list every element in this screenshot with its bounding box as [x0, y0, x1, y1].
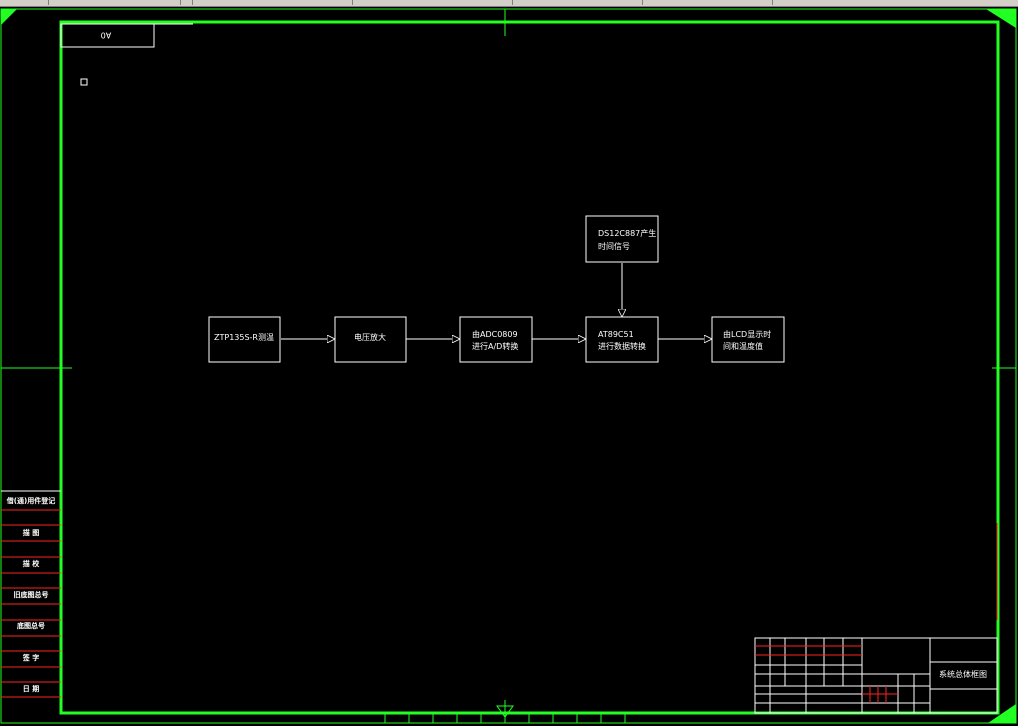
toolbar-segment[interactable] [48, 0, 181, 5]
side-panel-row-2: 描 图 [23, 528, 39, 537]
toolbar-segment[interactable] [192, 0, 353, 5]
block-sensor-label: ZTP135S-R测温 [214, 333, 274, 342]
inner-frame [59, 20, 1000, 715]
outer-frame [0, 8, 1017, 724]
orientation-triangle [496, 705, 514, 718]
block-rtc-line1: DS12C887产生 [598, 228, 656, 238]
block-mcu-line1: AT89C51 [598, 330, 634, 339]
bottom-zone-ticks [384, 713, 626, 723]
block-rtc-line2: 时间信号 [598, 241, 630, 251]
ucs-marker [80, 78, 88, 86]
side-panel-row-3: 描 校 [23, 559, 40, 568]
title-block: 系统总体框图 [754, 637, 998, 714]
block-lcd[interactable]: 由LCD显示时 间和温度值 [711, 316, 785, 363]
sheet-size-box [60, 23, 155, 48]
block-adc[interactable]: 由ADC0809 进行A/D转换 [459, 316, 533, 363]
corner-mark [988, 704, 1016, 723]
block-adc-line2: 进行A/D转换 [472, 341, 518, 351]
block-amplifier[interactable]: 电压放大 [334, 316, 407, 363]
side-panel-row-6: 签 字 [22, 653, 39, 662]
side-panel: 借(通)用件登记 描 图 描 校 旧底图总号 底图总号 签 字 日 期 [1, 490, 61, 698]
toolbar-segment[interactable] [180, 0, 193, 5]
window-toolbar-strip [0, 0, 1018, 7]
drawing-canvas[interactable]: A0 ZTP135S-R测温 电压放大 由ADC0809 进行A/D转换 AT8… [0, 6, 1018, 726]
block-rtc[interactable]: DS12C887产生 时间信号 [585, 215, 659, 263]
toolbar-segment[interactable] [642, 0, 773, 5]
block-mcu-line2: 进行数据转换 [598, 341, 646, 351]
sheet-size-label: A0 [101, 31, 112, 40]
toolbar-segment[interactable] [512, 0, 643, 5]
block-amplifier-label: 电压放大 [354, 332, 386, 342]
block-sensor[interactable]: ZTP135S-R测温 [208, 316, 281, 363]
corner-mark [986, 9, 1016, 28]
block-mcu[interactable]: AT89C51 进行数据转换 [585, 316, 659, 363]
block-adc-line1: 由ADC0809 [472, 329, 518, 339]
block-lcd-line2: 间和温度值 [723, 341, 763, 351]
side-panel-row-4: 旧底图总号 [14, 590, 49, 599]
drawing-title: 系统总体框图 [939, 669, 987, 679]
block-lcd-line1: 由LCD显示时 [723, 329, 771, 339]
side-panel-row-7: 日 期 [23, 684, 39, 693]
side-panel-row-1: 借(通)用件登记 [6, 496, 55, 505]
side-panel-row-5: 底图总号 [17, 621, 45, 630]
corner-mark [1, 9, 17, 25]
toolbar-segment[interactable] [352, 0, 513, 5]
toolbar-segment[interactable] [0, 0, 49, 5]
